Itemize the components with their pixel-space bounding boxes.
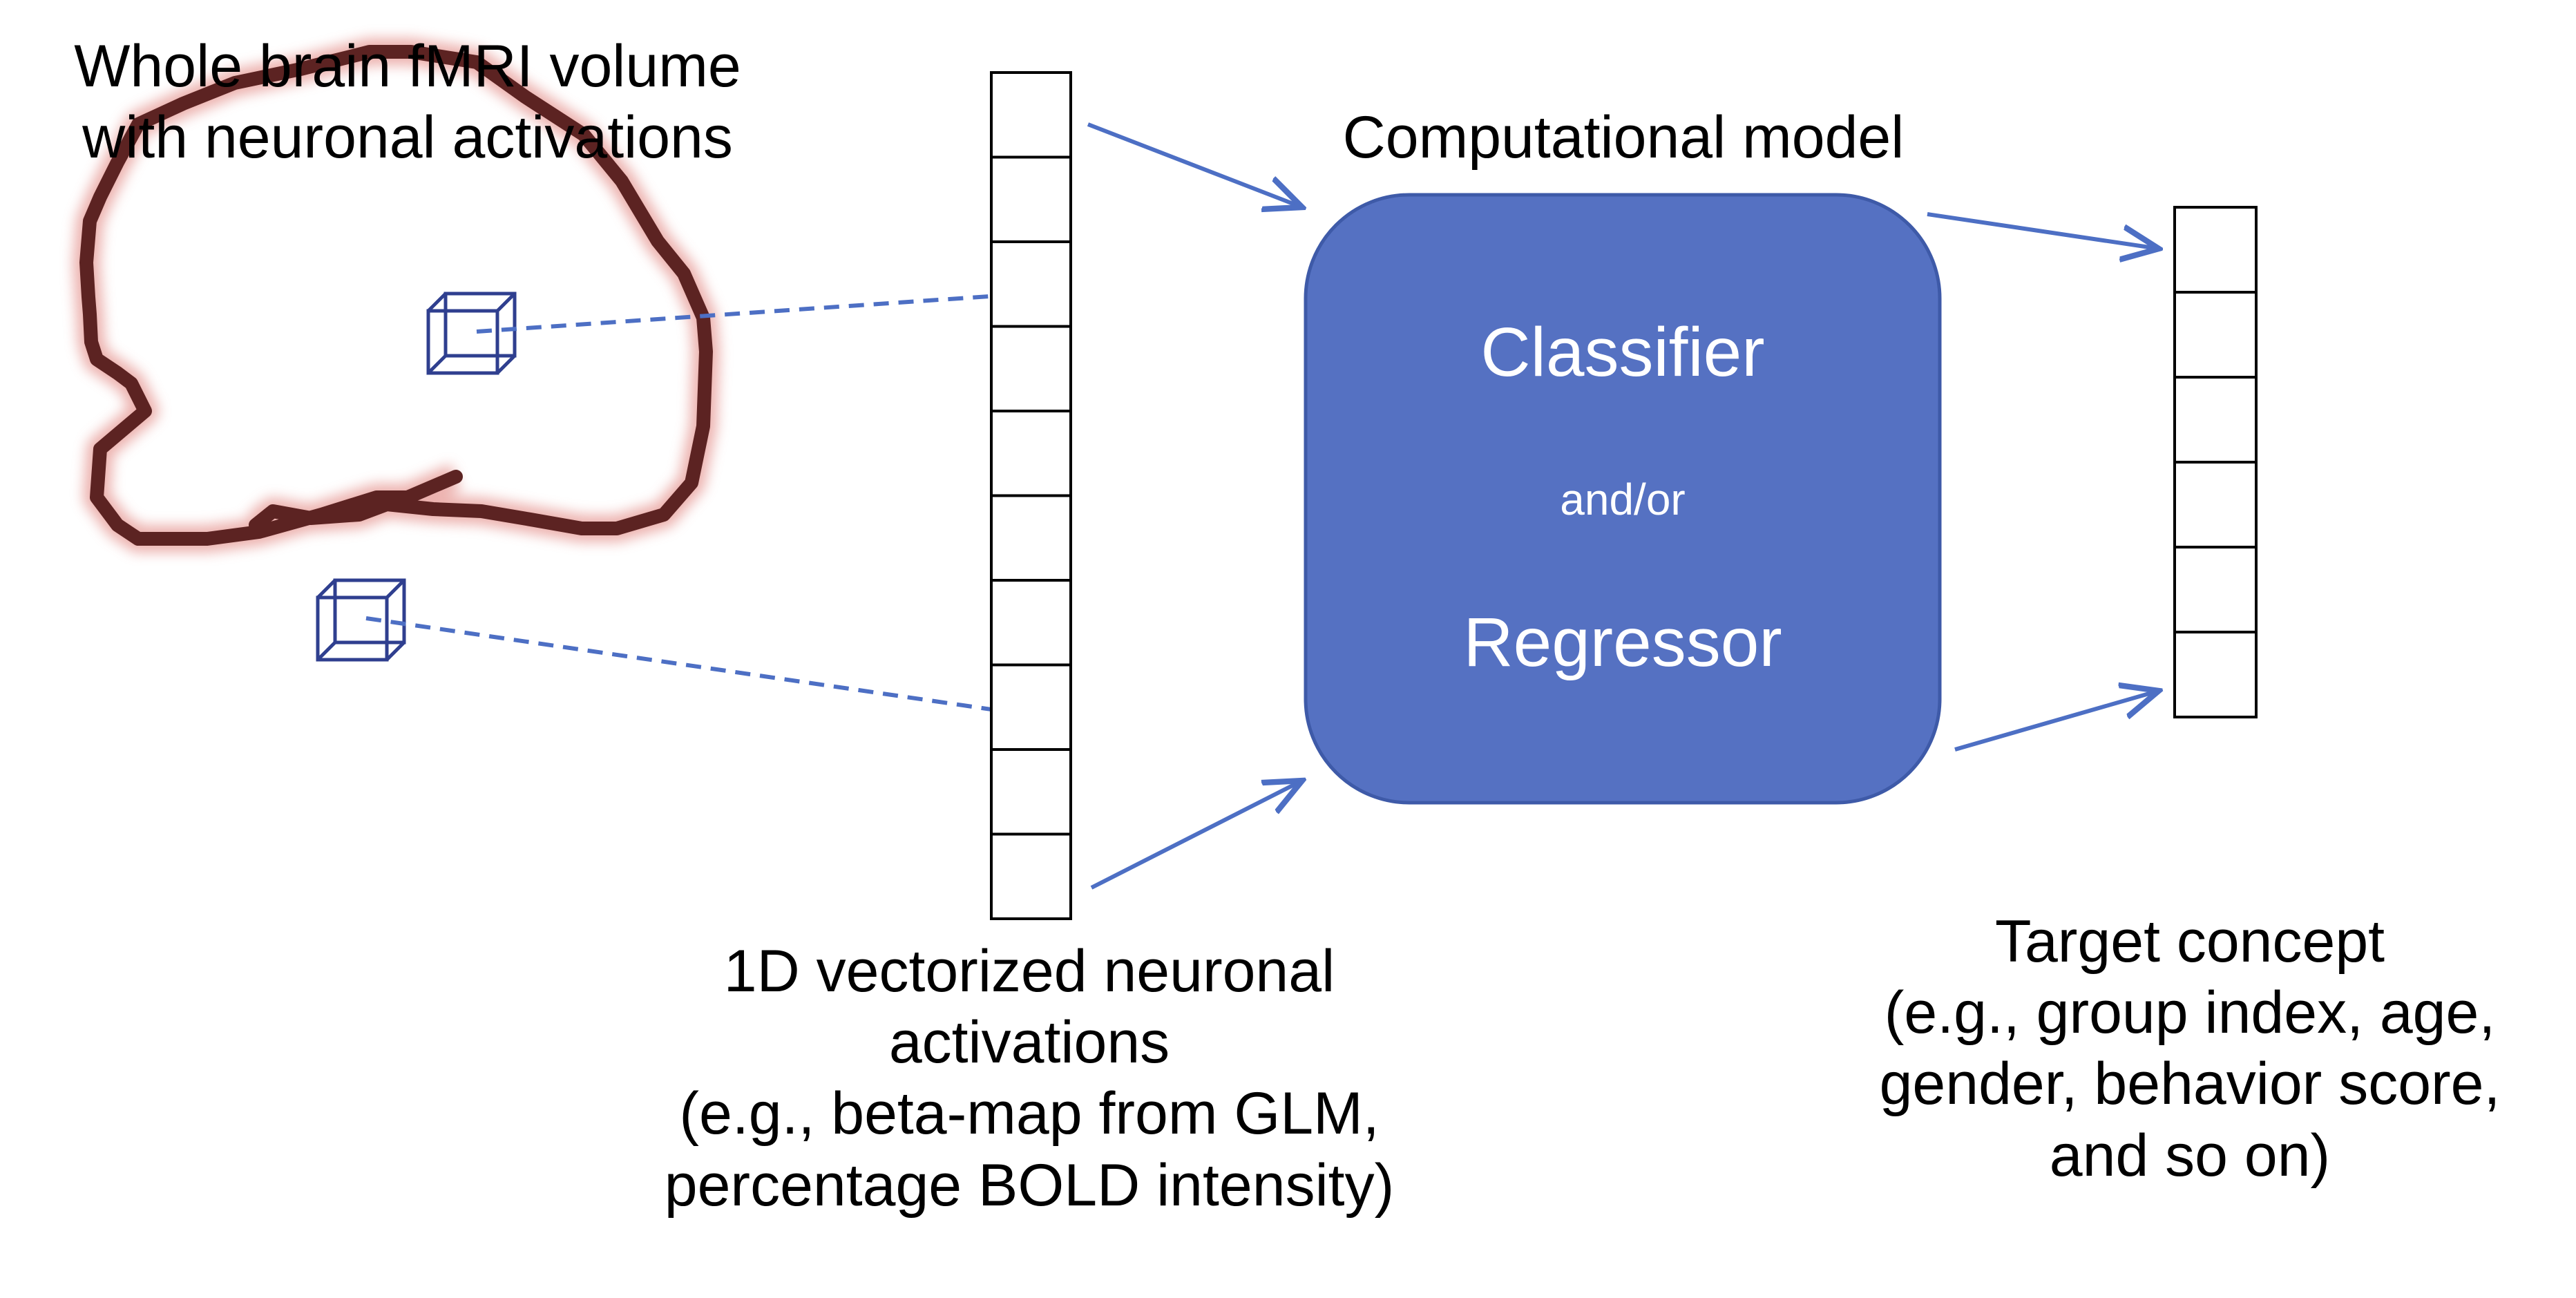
regressor-label: Regressor: [1463, 604, 1782, 681]
brain-title: Whole brain fMRI volume with neuronal ac…: [28, 31, 788, 173]
target-vector-column: [2173, 206, 2258, 718]
input-vector-cell: [990, 325, 1072, 412]
target-vector-cell: [2173, 376, 2258, 464]
model-heading: Computational model: [1342, 104, 1905, 171]
input-vector-cell: [990, 748, 1072, 836]
voxel-to-vector-arrow-upper: [476, 294, 1029, 334]
target-vector-cell: [2173, 291, 2258, 379]
and-or-label: and/or: [1560, 475, 1686, 524]
model-to-target-arrow-bottom: [1954, 691, 2159, 752]
input-vector-cell: [990, 663, 1072, 751]
model-to-target-arrow-top: [1927, 212, 2159, 249]
computational-model-box: [1304, 193, 1942, 805]
vector-caption: 1D vectorized neuronal activations (e.g.…: [664, 938, 1395, 1219]
target-vector-cell: [2173, 546, 2258, 633]
target-vector-cell: [2173, 631, 2258, 718]
classifier-label: Classifier: [1480, 314, 1765, 391]
target-vector-cell: [2173, 206, 2258, 294]
voxel-cube-upper-icon: [426, 292, 517, 375]
input-vector-cell: [990, 240, 1072, 328]
input-vector-cell: [990, 832, 1072, 920]
input-vector-cell: [990, 579, 1072, 667]
vector-to-model-arrow-bottom: [1090, 781, 1302, 890]
voxel-cube-lower-icon: [316, 578, 406, 662]
input-vector-column: [990, 71, 1072, 920]
input-vector-cell: [990, 155, 1072, 243]
input-vector-cell: [990, 410, 1072, 497]
brain-title-line1: Whole brain fMRI volume: [74, 33, 741, 99]
vector-to-model-arrow-top: [1087, 122, 1302, 207]
brain-title-line2: with neuronal activations: [82, 104, 733, 171]
brain-outline-icon: [73, 38, 720, 553]
target-vector-cell: [2173, 461, 2258, 548]
voxel-to-vector-arrow-lower: [365, 616, 1029, 715]
target-caption: Target concept (e.g., group index, age, …: [1879, 908, 2501, 1189]
input-vector-cell: [990, 494, 1072, 582]
input-vector-cell: [990, 71, 1072, 159]
